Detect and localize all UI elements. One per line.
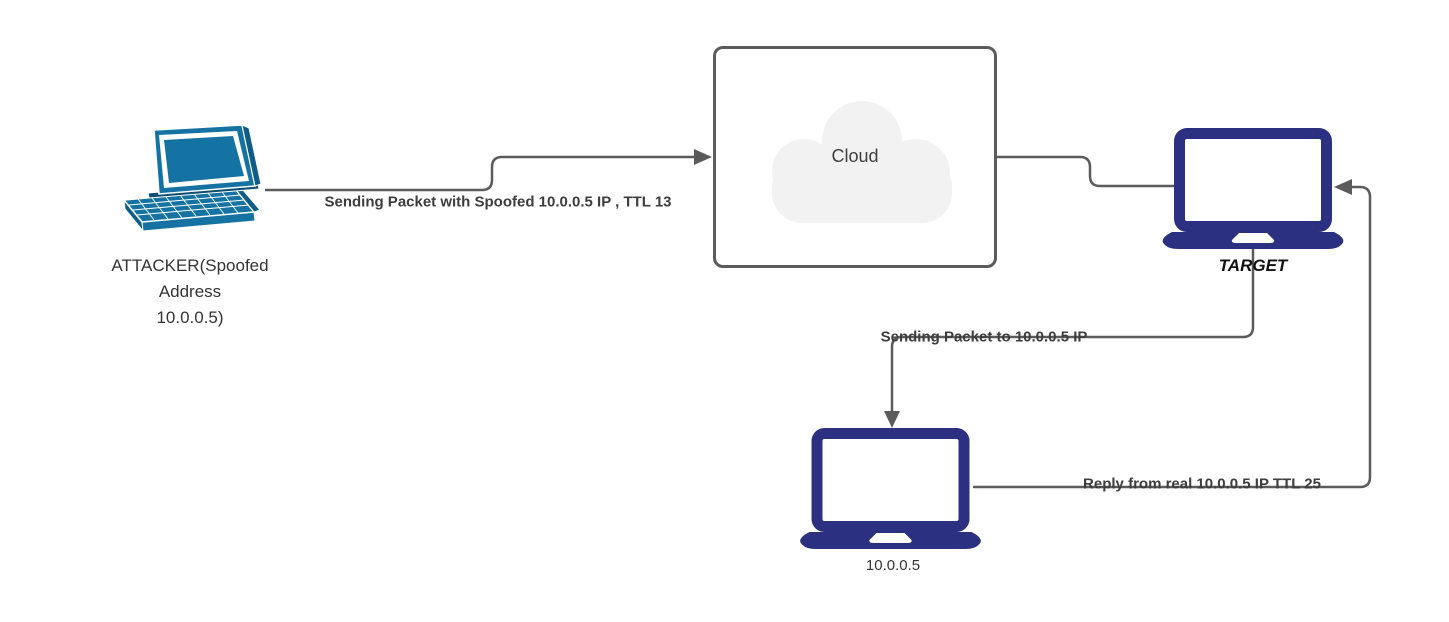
edge-realhost-to-target-line xyxy=(973,185,1372,489)
edge-label-reply: Reply from real 10.0.0.5 IP TTL 25 xyxy=(1083,475,1321,493)
arrowhead-into-target-icon xyxy=(1334,179,1352,195)
cloud-node xyxy=(713,46,997,268)
laptop-icon xyxy=(1162,128,1344,249)
target-node xyxy=(1158,128,1348,250)
target-label: TARGET xyxy=(1218,256,1288,275)
attacker-label-line1: ATTACKER(Spoofed xyxy=(111,256,269,275)
keyboard-grid xyxy=(128,191,250,221)
attacker-label-line2: Address xyxy=(158,282,222,301)
edge-cloud-to-target-line xyxy=(997,155,1175,188)
arrowhead-into-cloud-icon xyxy=(694,149,712,165)
attacker-label: ATTACKER(Spoofed Address 10.0.0.5) xyxy=(111,253,268,331)
real-host-label: 10.0.0.5 xyxy=(865,557,921,574)
edge-label-packet-to-real: Sending Packet to 10.0.0.5 IP xyxy=(880,328,1088,346)
cloud-label: Cloud xyxy=(831,146,879,166)
edge-label-spoofed-packet: Sending Packet with Spoofed 10.0.0.5 IP … xyxy=(324,193,672,211)
arrowhead-into-realhost-icon xyxy=(884,411,900,428)
attacker-node xyxy=(112,124,266,233)
attacker-label-line3: 10.0.0.5) xyxy=(156,308,224,327)
laptop-3d-icon xyxy=(122,124,262,233)
edge-attacker-to-cloud-line xyxy=(265,155,695,192)
laptop-icon xyxy=(800,428,981,549)
edge-target-to-realhost-line xyxy=(890,246,1255,412)
real-host-node xyxy=(793,428,988,550)
cloud-icon xyxy=(772,101,952,223)
